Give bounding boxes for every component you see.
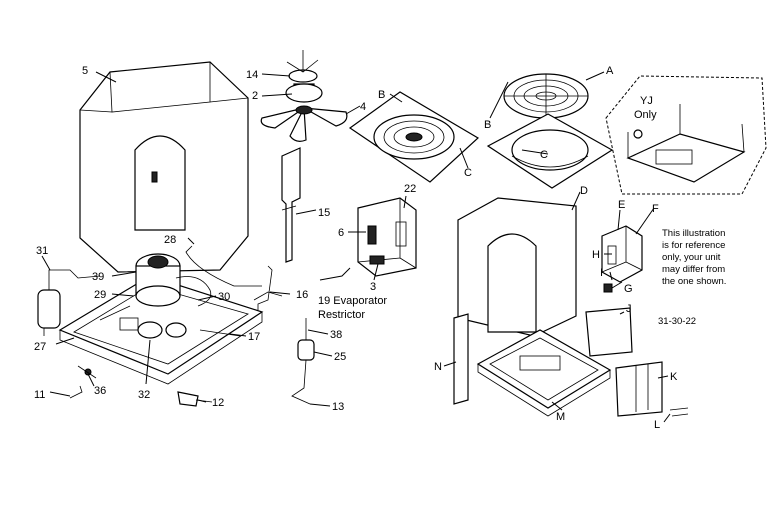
disclaimer-line-5: the one shown. [662, 276, 726, 287]
yj-only-label-line2: Only [634, 109, 657, 121]
callout-32: 32 [138, 389, 150, 401]
callout-2: 2 [252, 90, 258, 102]
control-box [357, 197, 417, 277]
callout-f: F [652, 203, 659, 215]
callout-4: 4 [360, 101, 366, 113]
fan-guard-grille [503, 73, 589, 119]
callout-d: D [580, 185, 588, 197]
callout-a: A [606, 65, 614, 77]
disclaimer-line-2: is for reference [662, 240, 725, 251]
callout-l: L [654, 419, 660, 431]
yj-only-label-line1: YJ [640, 95, 653, 107]
disclaimer-line-4: may differ from [662, 264, 725, 275]
diagram-annotations: 19 Evaporator Restrictor YJ Only 31-30-2… [318, 95, 726, 327]
bracket-part [281, 147, 301, 263]
callout-36: 36 [94, 385, 106, 397]
callout-29: 29 [94, 289, 106, 301]
callout-b-right: B [484, 119, 491, 131]
callout-g: G [624, 283, 633, 295]
callout-30: 30 [218, 291, 230, 303]
callout-31: 31 [36, 245, 48, 257]
callout-13: 13 [332, 401, 344, 413]
callout-j: J [626, 303, 632, 315]
callout-22: 22 [404, 183, 416, 195]
callout-38: 38 [330, 329, 342, 341]
reference-number: 31-30-22 [658, 316, 696, 327]
control-box-right [601, 225, 643, 293]
callout-27: 27 [34, 341, 46, 353]
callout-c-right: C [540, 149, 548, 161]
callout-3: 3 [370, 281, 376, 293]
fastener-parts [69, 365, 213, 407]
panel-j [585, 307, 633, 357]
base-pan-m [476, 329, 612, 417]
accumulator [37, 269, 101, 336]
callout-28: 28 [164, 234, 176, 246]
callout-n: N [434, 361, 442, 373]
leader-lines [41, 71, 671, 423]
outdoor-coil [457, 197, 577, 337]
evaporator-restrictor-label-line2: Restrictor [318, 309, 365, 321]
condenser-coil-cabinet [79, 61, 249, 273]
callout-11: 11 [34, 389, 45, 401]
part-l [669, 407, 689, 417]
callout-k: K [670, 371, 678, 383]
callout-6: 6 [338, 227, 344, 239]
disclaimer-line-3: only, your unit [662, 252, 721, 263]
callout-labels: 5 14 2 4 B C 22 6 15 3 28 31 39 29 30 16… [34, 65, 678, 431]
callout-15: 15 [318, 207, 330, 219]
wire-line-part [253, 265, 283, 310]
evaporator-restrictor-label-line1: 19 Evaporator [318, 295, 387, 307]
callout-e: E [618, 199, 625, 211]
filter-drier [291, 318, 315, 405]
callout-c-left: C [464, 167, 472, 179]
callout-i: I [600, 267, 603, 279]
callout-5: 5 [82, 65, 88, 77]
yj-only-inset [605, 75, 767, 195]
callout-b-left: B [378, 89, 385, 101]
callout-12: 12 [212, 397, 224, 409]
callout-h: H [592, 249, 600, 261]
base-pan-compressor [58, 245, 264, 385]
callout-17: 17 [248, 331, 260, 343]
callout-m: M [556, 411, 565, 423]
fan-grille-top-panel [348, 91, 480, 183]
panel-k [615, 361, 663, 417]
top-cover-panel [486, 113, 614, 189]
callout-39: 39 [92, 271, 104, 283]
callout-25: 25 [334, 351, 346, 363]
side-panel-n [453, 313, 469, 405]
callout-14: 14 [246, 69, 258, 81]
callout-16: 16 [296, 289, 308, 301]
fan-motor-assembly [260, 50, 348, 142]
disclaimer-line-1: This illustration [662, 228, 725, 239]
